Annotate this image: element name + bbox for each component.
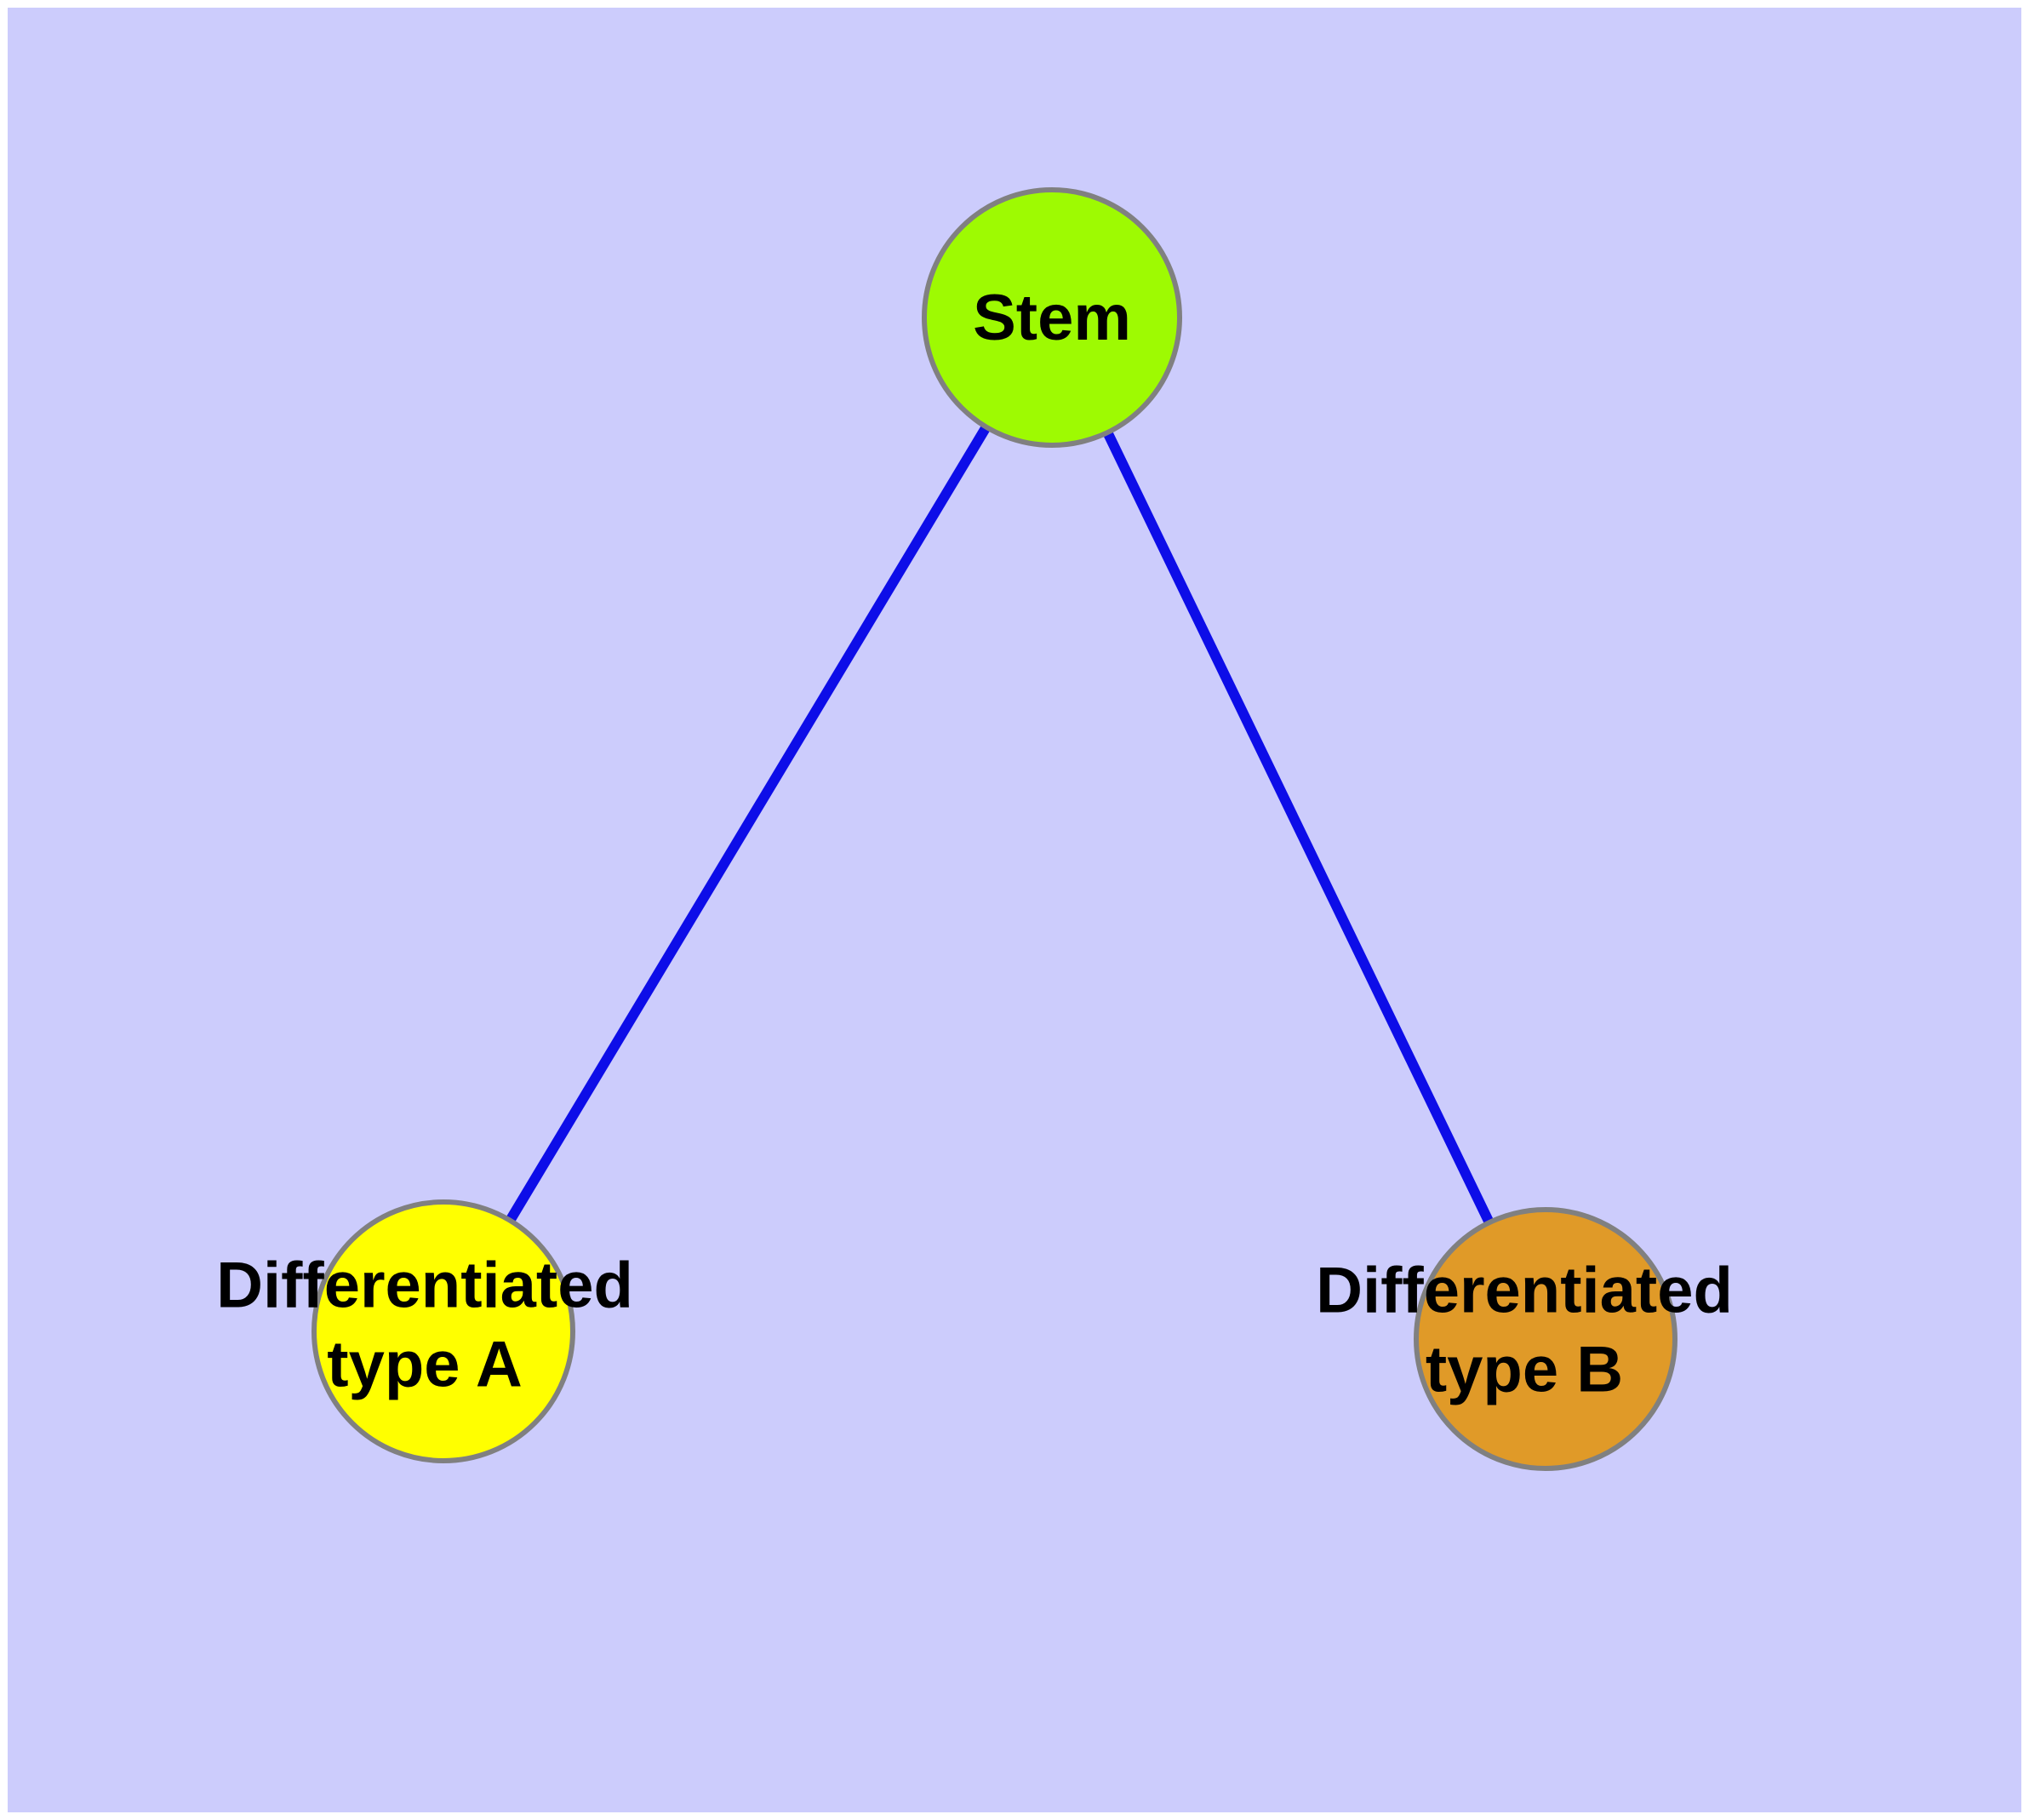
nodes-layer xyxy=(311,187,1677,1471)
node-stem[interactable] xyxy=(922,187,1182,448)
node-diff_b[interactable] xyxy=(1414,1207,1677,1471)
node-label-stem: Stem xyxy=(973,282,1131,354)
edges-layer xyxy=(438,314,1551,1342)
edge-stem-diff-b xyxy=(1047,315,1551,1342)
node-label-line: Differentiated xyxy=(216,1249,633,1321)
node-label-line: Stem xyxy=(973,282,1131,354)
node-label-line: Differentiated xyxy=(1316,1254,1733,1326)
node-diff_a[interactable] xyxy=(311,1199,575,1463)
node-label-line: type A xyxy=(327,1328,522,1400)
node-label-line: type B xyxy=(1426,1333,1623,1405)
edge-stem-diff-a xyxy=(438,314,1057,1335)
